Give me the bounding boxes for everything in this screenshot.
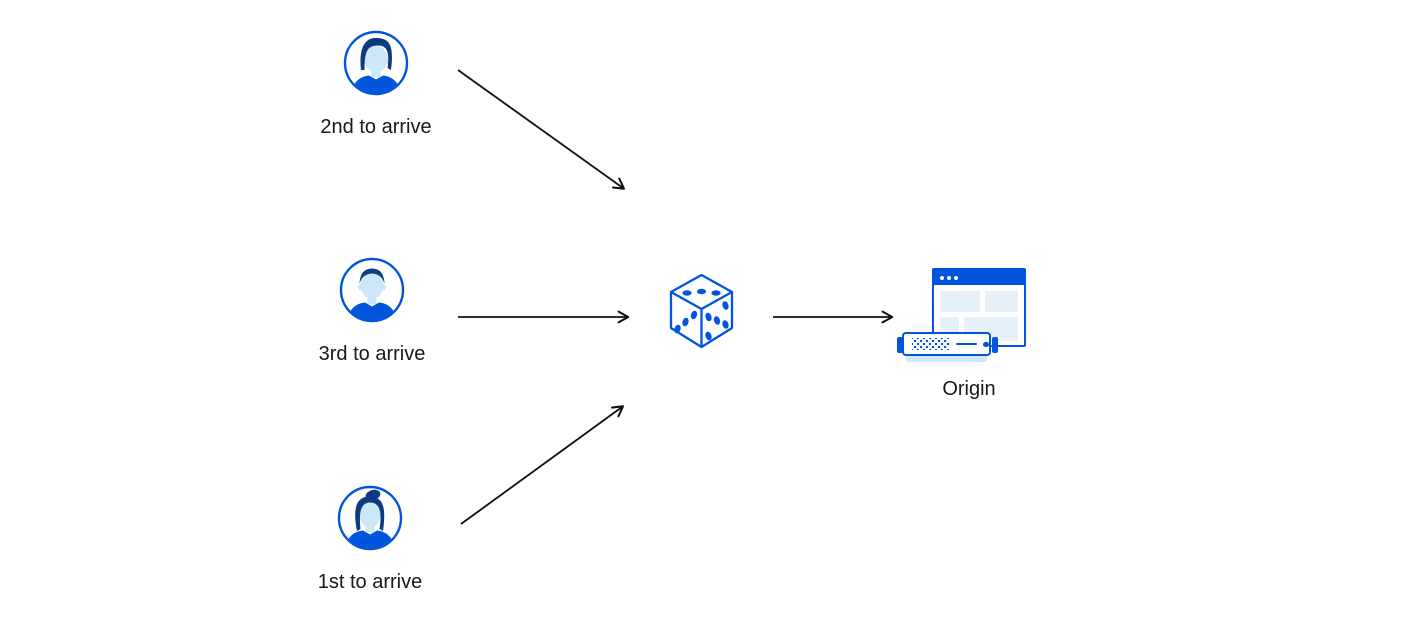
window-dot xyxy=(954,275,958,280)
server-tab xyxy=(992,337,998,353)
browser-titlebar xyxy=(934,270,1024,285)
client-label: 3rd to arrive xyxy=(318,343,426,365)
client-node-3rd: 3rd to arrive xyxy=(292,257,452,366)
server-base xyxy=(906,356,987,362)
window-dot xyxy=(940,275,944,280)
content-block xyxy=(940,291,980,312)
origin-node: Origin xyxy=(897,268,1041,408)
client-node-1st: 1st to arrive xyxy=(290,485,450,594)
origin-label: Origin xyxy=(942,378,996,400)
server-icon xyxy=(897,330,998,364)
content-block xyxy=(985,291,1018,312)
server-body xyxy=(902,332,991,356)
server-led xyxy=(983,341,989,347)
male-user-avatar-icon xyxy=(339,257,405,323)
server-line xyxy=(956,343,977,346)
dice-icon xyxy=(669,273,734,349)
server-tab xyxy=(897,337,903,353)
female-user-avatar-icon xyxy=(337,485,403,551)
client-label: 1st to arrive xyxy=(317,571,423,593)
server-vents xyxy=(912,338,950,350)
male-user-avatar-icon xyxy=(343,30,409,96)
arrow-client1-to-dice xyxy=(460,405,624,525)
client-node-2nd: 2nd to arrive xyxy=(296,30,456,139)
window-dot xyxy=(947,275,951,280)
arrow-client2-to-dice xyxy=(457,69,625,190)
client-label: 2nd to arrive xyxy=(320,116,432,138)
